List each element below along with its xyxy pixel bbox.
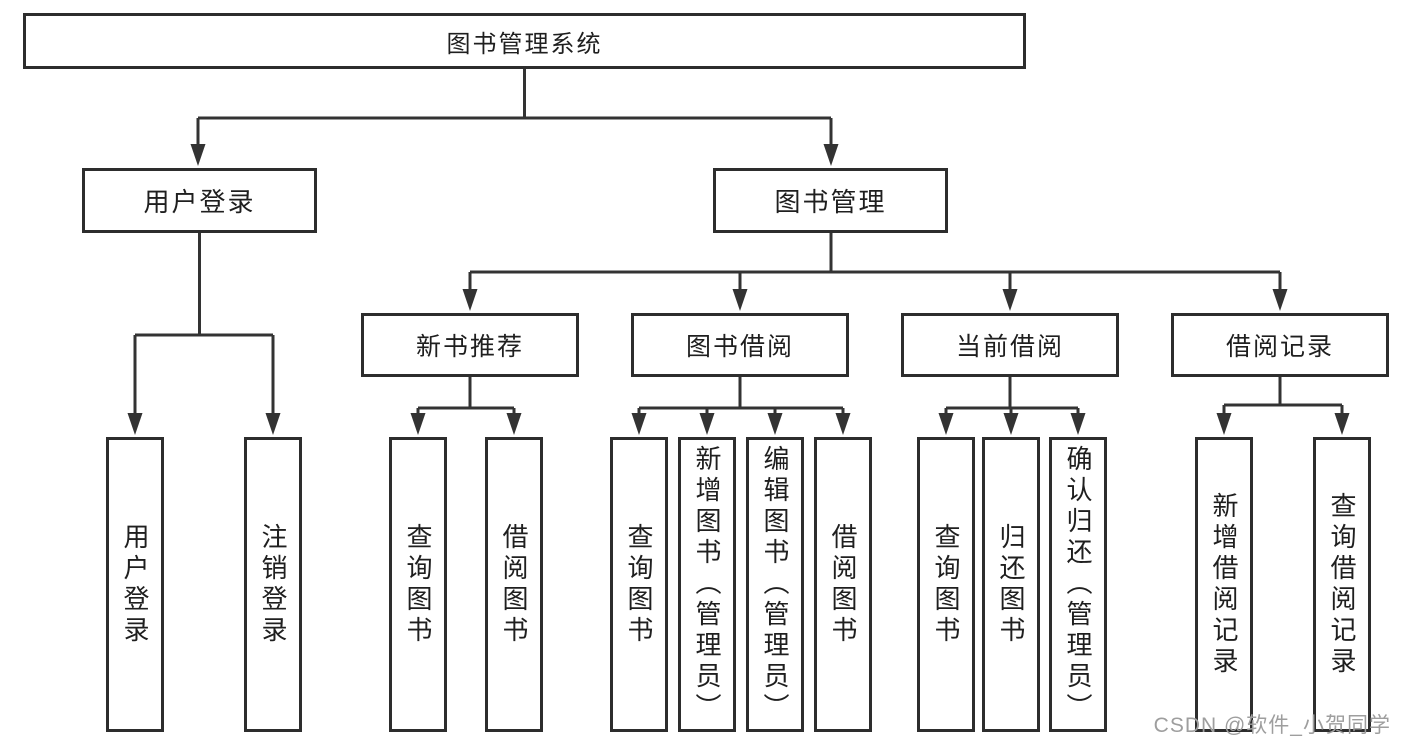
leaf-label: 借阅图书 — [828, 522, 858, 647]
arrowhead-icon — [1002, 289, 1018, 311]
leaf-recommend-query-books: 查询图书 — [389, 437, 447, 732]
leaf-label: 编辑图书（管理员） — [760, 445, 790, 724]
leaf-label: 注销登录 — [258, 522, 288, 647]
arrowheads — [127, 144, 1350, 435]
arrowhead-icon — [732, 289, 748, 311]
node-book-borrowing: 图书借阅 — [631, 313, 849, 377]
connector-current-children — [944, 377, 1080, 416]
leaf-label: 用户登录 — [120, 522, 150, 647]
leaf-label: 归还图书 — [996, 522, 1026, 647]
leaf-label: 查询图书 — [403, 522, 433, 647]
leaf-current-return-books: 归还图书 — [982, 437, 1040, 732]
leaf-borrowing-edit-books-admin: 编辑图书（管理员） — [746, 437, 804, 732]
watermark-text: CSDN @软件_小贺同学 — [1153, 714, 1391, 737]
leaf-current-confirm-return-admin: 确认归还（管理员） — [1049, 437, 1107, 732]
leaf-label: 新增借阅记录 — [1209, 491, 1239, 678]
leaf-label: 确认归还（管理员） — [1063, 445, 1093, 724]
arrowhead-icon — [1003, 413, 1019, 435]
leaf-label: 新增图书（管理员） — [692, 445, 722, 724]
connector-borrowing-children — [637, 377, 845, 416]
arrowhead-icon — [1070, 413, 1086, 435]
connector-paths — [133, 69, 1344, 416]
node-library-management-system: 图书管理系统 — [23, 13, 1026, 69]
connector-book-management-children — [468, 233, 1282, 292]
arrowhead-icon — [265, 413, 281, 435]
leaf-recommend-borrow-books: 借阅图书 — [485, 437, 543, 732]
leaf-label: 查询图书 — [931, 522, 961, 647]
arrowhead-icon — [127, 413, 143, 435]
leaf-borrowing-query-books: 查询图书 — [610, 437, 668, 732]
arrowhead-icon — [1334, 413, 1350, 435]
node-new-book-recommendation: 新书推荐 — [361, 313, 579, 377]
connector-records-children — [1222, 377, 1344, 416]
arrowhead-icon — [699, 413, 715, 435]
node-current-borrowing: 当前借阅 — [901, 313, 1119, 377]
arrowhead-icon — [190, 144, 206, 166]
node-user-login: 用户登录 — [82, 168, 317, 233]
leaf-user-login: 用户登录 — [106, 437, 164, 732]
arrowhead-icon — [631, 413, 647, 435]
leaf-label: 查询图书 — [624, 522, 654, 647]
leaf-records-query-borrow-record: 查询借阅记录 — [1313, 437, 1371, 732]
node-borrowing-records: 借阅记录 — [1171, 313, 1389, 377]
leaf-records-add-borrow-record: 新增借阅记录 — [1195, 437, 1253, 732]
node-book-management: 图书管理 — [713, 168, 948, 233]
arrowhead-icon — [938, 413, 954, 435]
leaf-current-query-books: 查询图书 — [917, 437, 975, 732]
connector-recommend-children — [416, 377, 516, 416]
arrowhead-icon — [506, 413, 522, 435]
leaf-borrowing-add-books-admin: 新增图书（管理员） — [678, 437, 736, 732]
leaf-label: 借阅图书 — [499, 522, 529, 647]
arrowhead-icon — [823, 144, 839, 166]
arrowhead-icon — [462, 289, 478, 311]
arrowhead-icon — [1272, 289, 1288, 311]
leaf-borrowing-borrow-books: 借阅图书 — [814, 437, 872, 732]
connector-root-to-level2 — [196, 69, 833, 146]
leaf-label: 查询借阅记录 — [1327, 491, 1357, 678]
arrowhead-icon — [767, 413, 783, 435]
arrowhead-icon — [1216, 413, 1232, 435]
connector-user-login-children — [133, 233, 275, 415]
arrowhead-icon — [835, 413, 851, 435]
arrowhead-icon — [410, 413, 426, 435]
leaf-logout-login: 注销登录 — [244, 437, 302, 732]
